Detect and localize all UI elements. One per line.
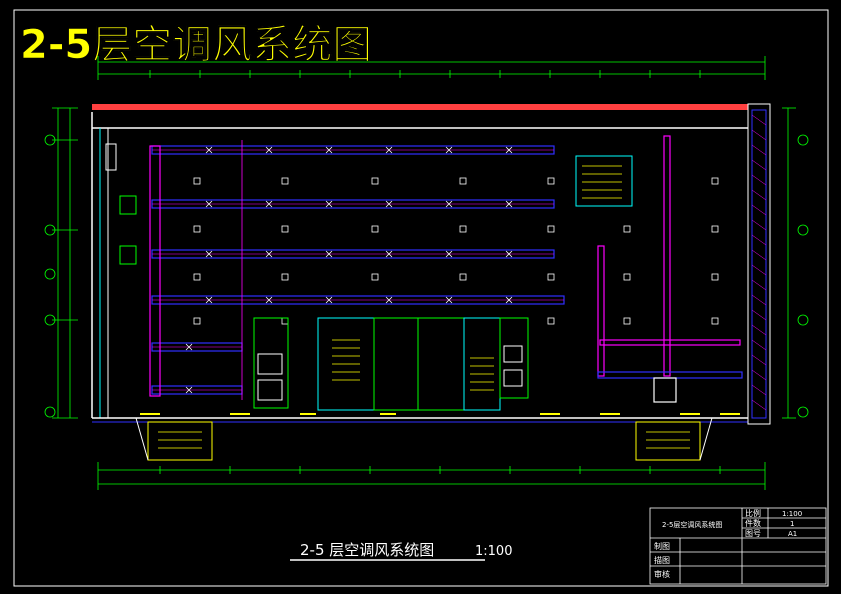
left-dimension-lines [44,107,78,419]
title-block [649,507,827,585]
top-dimension-lines [97,56,766,80]
supply-ducts [149,140,565,400]
title-block-sheet-label: 件数 [745,518,761,528]
title-block-sheet-value: 1 [790,520,794,528]
title-block-traced-label: 描图 [654,555,670,565]
right-dimension-lines [782,107,809,419]
building-walls [91,103,771,425]
bottom-dimension-lines [97,462,766,490]
title-block-drawn-label: 制图 [654,541,670,551]
title-block-scale-value: 1:100 [782,510,802,518]
facade-hatch [751,114,767,411]
drawing-scale: 1:100 [475,544,512,559]
return-ducts [597,135,743,403]
duct-diffusers [185,146,513,394]
title-block-number-label: 图号 [745,529,761,538]
title-block-scale-label: 比例 [745,508,761,518]
air-handling-units [105,143,137,265]
title-block-number-value: A1 [788,530,797,538]
building-core [253,155,633,411]
title-block-checked-label: 审核 [654,569,670,579]
exterior-stairs [135,417,713,461]
sheet-frame [13,9,829,587]
title-block-drawing-name: 2-5层空调风系统图 [662,520,722,529]
drawing-caption: 2-5 层空调风系统图 [300,541,434,559]
page-title: 2-5层空调风系统图 [20,22,372,68]
